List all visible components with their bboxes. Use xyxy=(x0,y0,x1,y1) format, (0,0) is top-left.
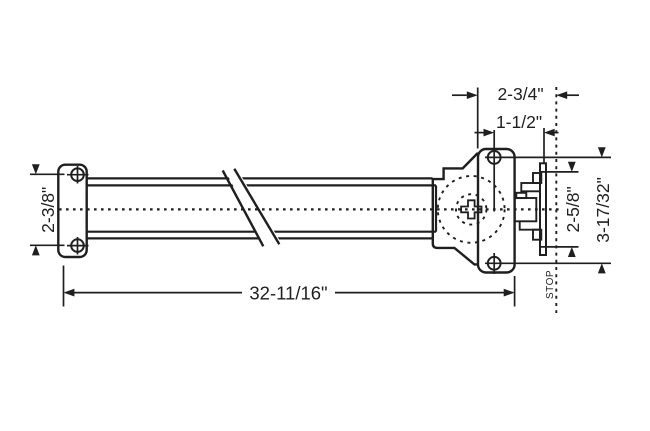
stop-plate xyxy=(539,162,547,256)
dimension-left xyxy=(30,164,65,256)
right-bracket xyxy=(431,147,516,274)
dimension-label-top-outer: 2-3/4" xyxy=(497,84,543,104)
bracket-face-plate xyxy=(476,147,516,274)
arrow-down-icon xyxy=(567,161,576,172)
left-plate-screw-hole-top xyxy=(67,166,89,184)
latch-mechanism xyxy=(513,172,543,241)
dimension-bottom xyxy=(62,265,516,307)
arrow-left-icon xyxy=(556,91,568,99)
arrow-up-icon xyxy=(597,263,606,274)
arrow-right-icon xyxy=(466,91,478,99)
left-plate-screw-hole-bottom xyxy=(67,237,89,255)
arrow-right-icon xyxy=(503,288,515,297)
dimension-annotations: 2-3/4" 1-1/2" 2-3/8" xyxy=(30,84,613,313)
stop-label: STOP xyxy=(545,270,556,299)
left-plate-outline xyxy=(57,163,88,259)
right-extension-lines xyxy=(485,156,611,265)
dimension-label-left: 2-3/8" xyxy=(38,187,58,233)
arrow-up-icon xyxy=(31,245,40,256)
arrow-left-icon xyxy=(63,288,75,297)
left-mounting-plate xyxy=(57,163,89,259)
bracket-body-outline xyxy=(431,152,479,266)
center-cross xyxy=(460,199,483,220)
dimension-top-outer xyxy=(452,87,579,149)
arrow-up-icon xyxy=(567,246,576,257)
dimension-right-outer xyxy=(597,147,606,274)
latch-bolt-body xyxy=(513,197,538,223)
dimension-label-right-outer: 3-17/32" xyxy=(593,177,613,243)
part-geometry xyxy=(57,147,563,274)
arrow-right-icon xyxy=(483,128,495,137)
arrow-down-icon xyxy=(31,164,40,175)
arrow-left-icon xyxy=(544,128,555,137)
break-lines xyxy=(221,167,282,249)
dimension-label-right-inner: 2-5/8" xyxy=(563,186,583,232)
dimension-label-top-inner: 1-1/2" xyxy=(496,112,542,132)
arrow-down-icon xyxy=(597,147,606,158)
dimension-label-overall-length: 32-11/16" xyxy=(249,282,327,303)
dimension-right-inner xyxy=(540,161,579,257)
